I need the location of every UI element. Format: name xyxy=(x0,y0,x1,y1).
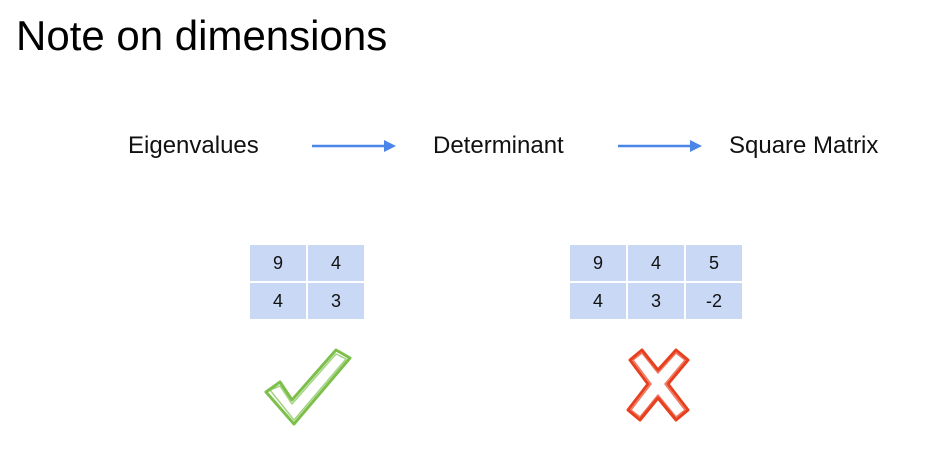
check-icon xyxy=(264,348,352,426)
arrow-right-icon xyxy=(618,140,702,152)
square-matrix-table: 9 4 4 3 xyxy=(248,243,366,321)
matrix-row: 4 3 xyxy=(248,281,366,321)
matrix-cell: 9 xyxy=(248,243,308,283)
matrix-cell: 3 xyxy=(626,281,686,321)
matrix-row: 4 3 -2 xyxy=(568,281,744,321)
matrix-cell: 4 xyxy=(626,243,686,283)
matrix-cell: 4 xyxy=(568,281,628,321)
matrix-cell: 4 xyxy=(306,243,366,283)
matrix-cell: 4 xyxy=(248,281,308,321)
matrix-cell: 3 xyxy=(306,281,366,321)
matrix-cell: -2 xyxy=(684,281,744,321)
cross-icon xyxy=(626,348,690,422)
matrix-cell: 5 xyxy=(684,243,744,283)
arrow-right-icon xyxy=(312,140,396,152)
matrix-cell: 9 xyxy=(568,243,628,283)
matrix-row: 9 4 5 xyxy=(568,243,744,283)
page-title: Note on dimensions xyxy=(16,12,388,59)
flow-step-eigenvalues: Eigenvalues xyxy=(128,132,259,159)
matrix-row: 9 4 xyxy=(248,243,366,283)
flow-step-determinant: Determinant xyxy=(433,132,564,159)
non-square-matrix-table: 9 4 5 4 3 -2 xyxy=(568,243,744,321)
flow-step-square-matrix: Square Matrix xyxy=(729,132,879,159)
